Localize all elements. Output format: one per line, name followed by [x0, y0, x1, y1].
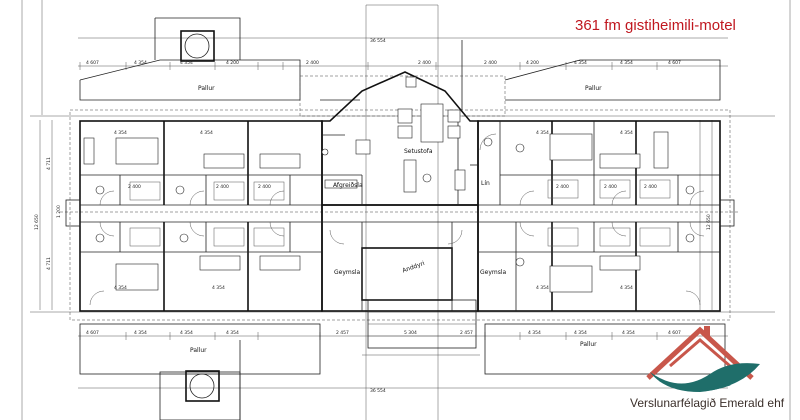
dim-top: 4 200: [226, 60, 239, 66]
dim-bottom: 4 607: [86, 330, 99, 336]
dim-room: 4 354: [212, 285, 225, 291]
deck-label-top-left: Pallur: [198, 85, 215, 92]
room-label-entrance: Anddyri: [401, 260, 426, 275]
dim-side: 4 711: [46, 157, 52, 170]
dim-top: 4 200: [526, 60, 539, 66]
dim-room-widths: 4 354 4 354 4 354 4 354 4 354 4 354 4 35…: [114, 130, 633, 291]
deck-label-top-right: Pallur: [585, 85, 602, 92]
deck-label-bottom-right: Pallur: [580, 341, 597, 348]
dim-room: 4 354: [620, 130, 633, 136]
room-label-storage-left: Geymsla: [334, 269, 361, 276]
dim-bottom: 4 354: [226, 330, 239, 336]
dim-room: 4 354: [536, 130, 549, 136]
dim-side: 1 200: [56, 205, 62, 218]
dim-top: 4 607: [86, 60, 99, 66]
dim-side: 12 650: [706, 214, 712, 230]
room-label-reception: Afgreiðsla: [333, 182, 363, 189]
deck-label-bottom-left: Pallur: [190, 347, 207, 354]
dim-top: 2 400: [306, 60, 319, 66]
dim-bottom-row: 4 607 4 354 4 354 4 354 2 457 5 304 2 45…: [86, 330, 681, 336]
dim-bottom: 4 354: [622, 330, 635, 336]
company-logo: [646, 326, 760, 392]
dim-bottom: 4 607: [668, 330, 681, 336]
dim-room: 4 354: [114, 285, 127, 291]
dim-top: 2 400: [484, 60, 497, 66]
dim-small: 2 400: [604, 184, 617, 190]
dim-top: 4 354: [620, 60, 633, 66]
room-label-living: Setustofa: [404, 148, 433, 155]
dim-bottom: 4 354: [528, 330, 541, 336]
wall-ends: [65, 199, 735, 356]
dim-small: 2 400: [128, 184, 141, 190]
dim-top: 4 354: [134, 60, 147, 66]
dim-top: 4 354: [574, 60, 587, 66]
dim-small: 2 400: [258, 184, 271, 190]
dim-overall-top: 36 554: [370, 38, 386, 44]
dimension-lines: [21, 0, 791, 420]
dim-top: 2 400: [418, 60, 431, 66]
dim-small: 2 400: [216, 184, 229, 190]
living-room-furniture: [355, 76, 466, 193]
dim-side: 12 650: [34, 214, 40, 230]
dim-overall-bottom: 36 554: [370, 388, 386, 394]
dim-small: 2 400: [556, 184, 569, 190]
dim-side: 4 711: [46, 257, 52, 270]
dim-room: 4 354: [200, 130, 213, 136]
dim-top: 4 607: [668, 60, 681, 66]
page-title: 361 fm gistiheimili-motel: [575, 17, 736, 34]
dim-bottom: 2 457: [460, 330, 473, 336]
dim-room: 4 354: [114, 130, 127, 136]
room-fixtures: [83, 131, 695, 293]
room-label-lin: Lín: [481, 180, 490, 187]
dim-top: 4 354: [180, 60, 193, 66]
dim-bottom: 4 354: [574, 330, 587, 336]
skylight-top: [180, 30, 215, 62]
dim-side-heights: 12 650 4 711 4 711 1 200 12 650: [34, 157, 712, 270]
dim-bottom: 5 304: [404, 330, 417, 336]
dim-small: 2 400 2 400 2 400 2 400 2 400 2 400: [128, 184, 657, 190]
deck-outlines: [60, 17, 740, 420]
dim-small: 2 400: [644, 184, 657, 190]
logo-roof-icon: [646, 326, 754, 380]
door-swings: [89, 133, 705, 306]
dim-top-row: 4 607 4 354 4 354 4 200 2 400 2 400 2 40…: [86, 60, 681, 66]
dim-room: 4 354: [620, 285, 633, 291]
dim-bottom: 4 354: [180, 330, 193, 336]
skylight-bottom: [185, 370, 220, 402]
dim-bottom: 2 457: [336, 330, 349, 336]
dim-room: 4 354: [536, 285, 549, 291]
room-label-storage-right: Geymsla: [480, 269, 507, 276]
company-name: Verslunarfélagið Emerald ehf: [630, 396, 785, 410]
logo-wave-icon: [650, 363, 760, 392]
dim-bottom: 4 354: [134, 330, 147, 336]
